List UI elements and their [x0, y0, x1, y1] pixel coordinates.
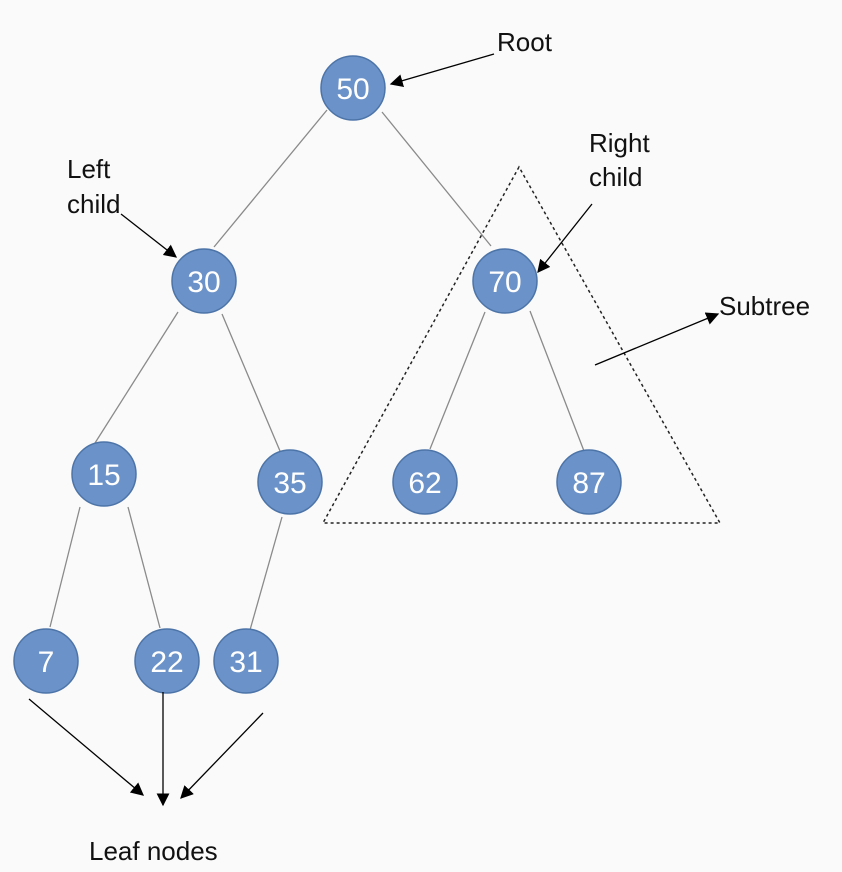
annotation-labels: Root Left child Right child Subtree Leaf… [67, 27, 810, 866]
node-label-50: 50 [336, 73, 369, 106]
tree-node: 7 [13, 628, 79, 694]
tree-nodes: 50 30 70 15 35 62 87 7 [13, 55, 622, 694]
tree-node: 62 [392, 449, 458, 515]
leaf-arrow-left [28, 698, 144, 796]
tree-node: 15 [71, 441, 137, 507]
right-child-arrow [537, 203, 593, 274]
edge-15-7 [49, 506, 81, 628]
left-child-arrow [120, 213, 178, 258]
node-label-31: 31 [229, 646, 262, 679]
annotation-arrows [28, 53, 720, 807]
root-label: Root [497, 27, 553, 57]
subtree-label: Subtree [719, 291, 810, 321]
leaf-arrow-right [180, 712, 264, 799]
edge-35-31 [249, 516, 283, 631]
right-child-label-line1: Right [589, 128, 650, 158]
edge-50-70 [381, 111, 492, 247]
left-child-label-line2: child [67, 189, 120, 219]
node-label-7: 7 [38, 646, 55, 679]
node-label-87: 87 [572, 467, 605, 500]
left-child-label-line1: Left [67, 154, 111, 184]
tree-edges [49, 109, 585, 631]
tree-node: 70 [472, 248, 538, 314]
edge-70-62 [429, 311, 486, 450]
right-child-label-line2: child [589, 162, 642, 192]
edge-30-35 [221, 313, 281, 452]
subtree-arrow [594, 312, 720, 366]
tree-node: 35 [257, 449, 323, 515]
root-arrow [389, 53, 495, 87]
node-label-70: 70 [488, 266, 521, 299]
tree-node: 50 [320, 55, 386, 121]
node-label-62: 62 [408, 467, 441, 500]
edge-30-15 [94, 311, 179, 444]
edge-15-22 [127, 506, 161, 629]
tree-node: 31 [213, 628, 279, 694]
tree-node: 30 [171, 248, 237, 314]
tree-node: 87 [556, 449, 622, 515]
edge-70-87 [529, 310, 585, 452]
edge-50-30 [213, 109, 328, 248]
node-label-35: 35 [273, 467, 306, 500]
node-label-15: 15 [87, 459, 120, 492]
tree-node: 22 [134, 628, 200, 694]
node-label-22: 22 [150, 646, 183, 679]
leaf-nodes-label: Leaf nodes [89, 836, 218, 866]
node-label-30: 30 [187, 266, 220, 299]
